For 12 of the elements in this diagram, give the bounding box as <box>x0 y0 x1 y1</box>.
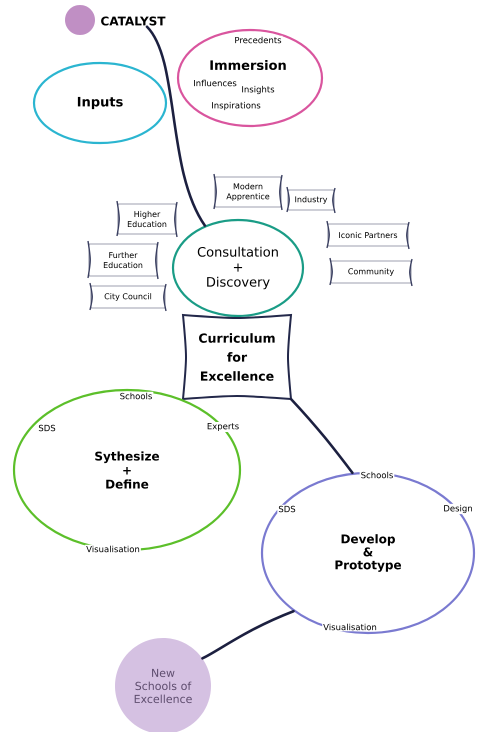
connector-line <box>201 610 295 660</box>
stakeholder-box: Modern Apprentice <box>213 173 283 211</box>
stakeholder-box: Community <box>329 257 413 287</box>
stakeholder-box: Industry <box>286 186 336 214</box>
stakeholder-box: Higher Education <box>116 200 178 238</box>
stakeholder-box: Iconic Partners <box>326 220 410 250</box>
catalyst-label: CATALYST <box>65 5 166 35</box>
connector-line <box>146 25 206 227</box>
curriculum-box: Curriculum for Excellence <box>182 314 292 400</box>
stakeholder-box: City Council <box>89 282 167 312</box>
stakeholder-box: Further Education <box>87 240 159 280</box>
connector-line <box>290 398 354 474</box>
